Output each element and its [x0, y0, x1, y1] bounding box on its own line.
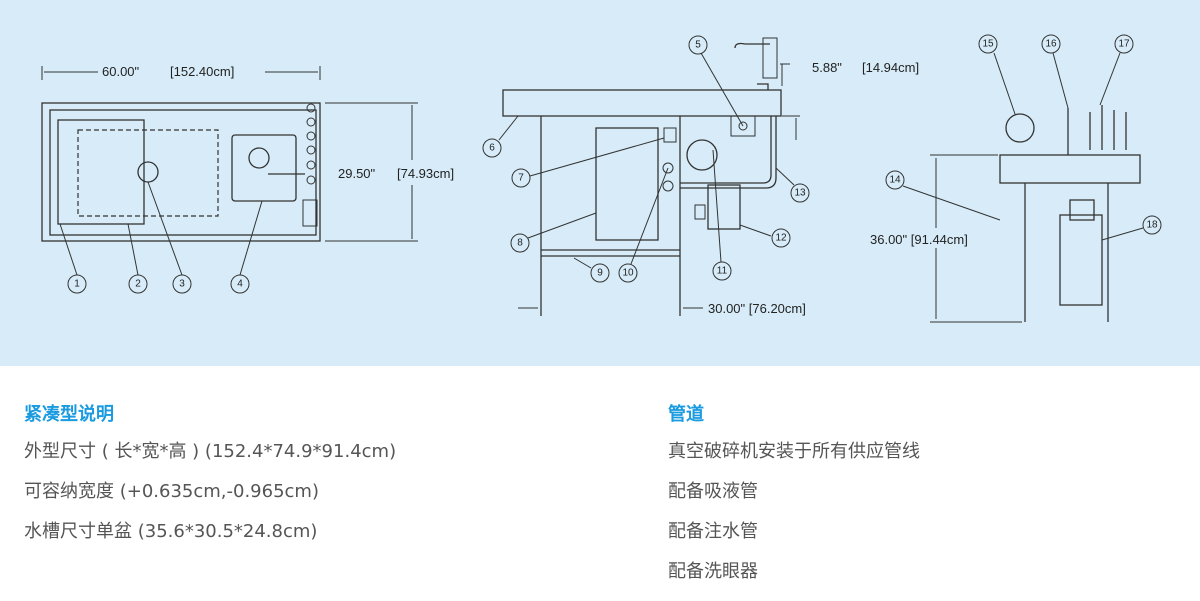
svg-text:13: 13: [794, 188, 806, 199]
depth-inches: 29.50": [338, 166, 376, 181]
svg-text:2: 2: [135, 279, 141, 290]
svg-text:4: 4: [237, 279, 243, 290]
side-view: 5.88" [14.94cm] 30.00" [76.20cm]: [498, 37, 919, 316]
width-inches: 60.00": [102, 64, 140, 79]
svg-text:16: 16: [1045, 39, 1057, 50]
svg-text:15: 15: [982, 39, 994, 50]
side-depth-dimension: 30.00" [76.20cm]: [708, 301, 806, 316]
svg-text:3: 3: [179, 279, 185, 290]
plumbing-title: 管道: [668, 404, 704, 425]
callout-11: 11: [712, 261, 732, 281]
callout-18: 18: [1142, 215, 1162, 235]
front-view: 36.00" [91.44cm]: [870, 52, 1144, 323]
technical-drawing-panel: 60.00" [152.40cm] 29.50" [74.93cm]: [0, 0, 1200, 366]
svg-text:5: 5: [695, 40, 701, 51]
callout-2: 2: [128, 274, 148, 294]
width-cm: [152.40cm]: [170, 64, 234, 79]
callout-10: 10: [618, 263, 638, 283]
height-dimension: 36.00" [91.44cm]: [870, 232, 968, 247]
callout-16: 16: [1041, 34, 1061, 54]
callout-9: 9: [590, 263, 610, 283]
spec-item: 水槽尺寸单盆 (35.6*30.5*24.8cm): [24, 521, 318, 542]
callout-12: 12: [771, 228, 791, 248]
svg-text:1: 1: [74, 279, 80, 290]
spec-item: 可容纳宽度 (+0.635cm,-0.965cm): [24, 481, 319, 502]
faucet-height-inches: 5.88": [812, 60, 842, 75]
plumbing-item: 配备注水管: [668, 521, 758, 542]
svg-text:18: 18: [1146, 220, 1158, 231]
svg-text:11: 11: [717, 266, 728, 277]
callout-5: 5: [688, 35, 708, 55]
callout-3: 3: [172, 274, 192, 294]
callout-13: 13: [790, 183, 810, 203]
plumbing-item: 配备洗眼器: [668, 561, 758, 582]
callout-6: 6: [482, 138, 502, 158]
callout-17: 17: [1114, 34, 1134, 54]
svg-text:6: 6: [489, 143, 495, 154]
callout-7: 7: [511, 168, 531, 188]
compact-spec-section: 紧凑型说明 外型尺寸 ( 长*宽*高 ) (152.4*74.9*91.4cm)…: [24, 400, 396, 560]
svg-text:14: 14: [889, 175, 901, 186]
technical-drawing: 60.00" [152.40cm] 29.50" [74.93cm]: [41, 34, 1162, 323]
callout-1: 1: [67, 274, 87, 294]
compact-spec-title: 紧凑型说明: [24, 404, 114, 425]
callout-14: 14: [885, 170, 905, 190]
plumbing-section: 管道 真空破碎机安装于所有供应管线 配备吸液管 配备注水管 配备洗眼器: [668, 400, 920, 600]
depth-cm: [74.93cm]: [397, 166, 454, 181]
svg-text:10: 10: [622, 268, 634, 279]
svg-text:9: 9: [597, 268, 603, 279]
callouts: 1 2 3 4 5 6 7 8 9 10 11 12 13 14 15 16 1…: [67, 34, 1162, 294]
svg-text:7: 7: [518, 173, 524, 184]
plumbing-item: 真空破碎机安装于所有供应管线: [668, 441, 920, 462]
callout-8: 8: [510, 233, 530, 253]
spec-item: 外型尺寸 ( 长*宽*高 ) (152.4*74.9*91.4cm): [24, 441, 397, 462]
callout-4: 4: [230, 274, 250, 294]
svg-text:12: 12: [775, 233, 787, 244]
svg-text:17: 17: [1118, 39, 1130, 50]
faucet-height-cm: [14.94cm]: [862, 60, 919, 75]
callout-15: 15: [978, 34, 998, 54]
top-view: 60.00" [152.40cm] 29.50" [74.93cm]: [41, 64, 454, 276]
svg-text:8: 8: [517, 238, 523, 249]
plumbing-item: 配备吸液管: [668, 481, 758, 502]
